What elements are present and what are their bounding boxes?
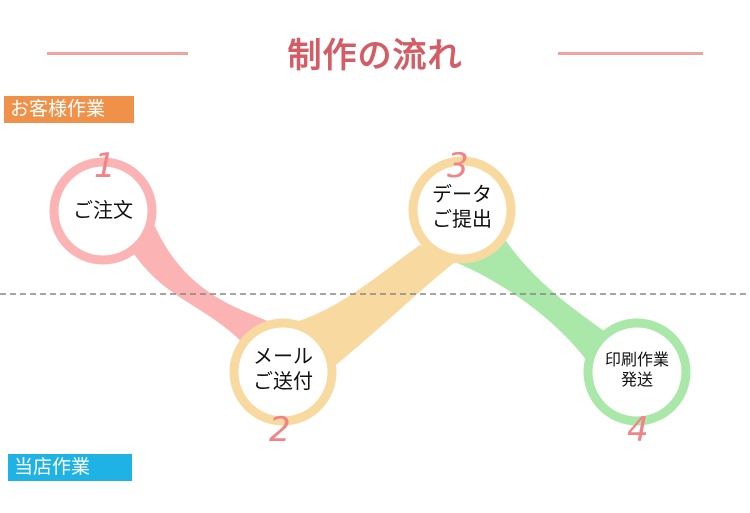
- connector-1-2: [125, 215, 270, 345]
- step-3-number: 3: [447, 146, 469, 186]
- step-3-line2: ご提出: [432, 207, 492, 231]
- step-4-circle: [583, 318, 691, 426]
- header: 制作の流れ: [0, 0, 750, 100]
- step-2-number: 2: [269, 410, 291, 450]
- step-4-label: 印刷作業 発送: [592, 350, 682, 390]
- step-3-circle: [408, 156, 516, 264]
- step-1-circle: [49, 157, 157, 265]
- title-divider-left: [47, 52, 188, 55]
- title-divider-right: [558, 52, 703, 55]
- step-2-label: メール ご送付: [238, 344, 328, 394]
- step-1-number: 1: [94, 146, 116, 186]
- step-2-line2: ご送付: [253, 369, 313, 393]
- step-2-circle: [229, 318, 337, 426]
- step-4-line1: 印刷作業: [604, 350, 669, 369]
- step-1-label: ご注文: [58, 198, 148, 223]
- lane-label-shop: 当店作業: [8, 454, 132, 481]
- lane-label-customer: お客様作業: [4, 96, 134, 123]
- step-3-label: データ ご提出: [417, 182, 507, 232]
- step-4-line2: 発送: [620, 370, 653, 389]
- page-title: 制作の流れ: [287, 36, 463, 76]
- step-1-line1: ご注文: [73, 198, 133, 222]
- step-3-line1: データ: [432, 182, 492, 206]
- step-2-line1: メール: [253, 344, 313, 368]
- step-4-number: 4: [627, 410, 649, 450]
